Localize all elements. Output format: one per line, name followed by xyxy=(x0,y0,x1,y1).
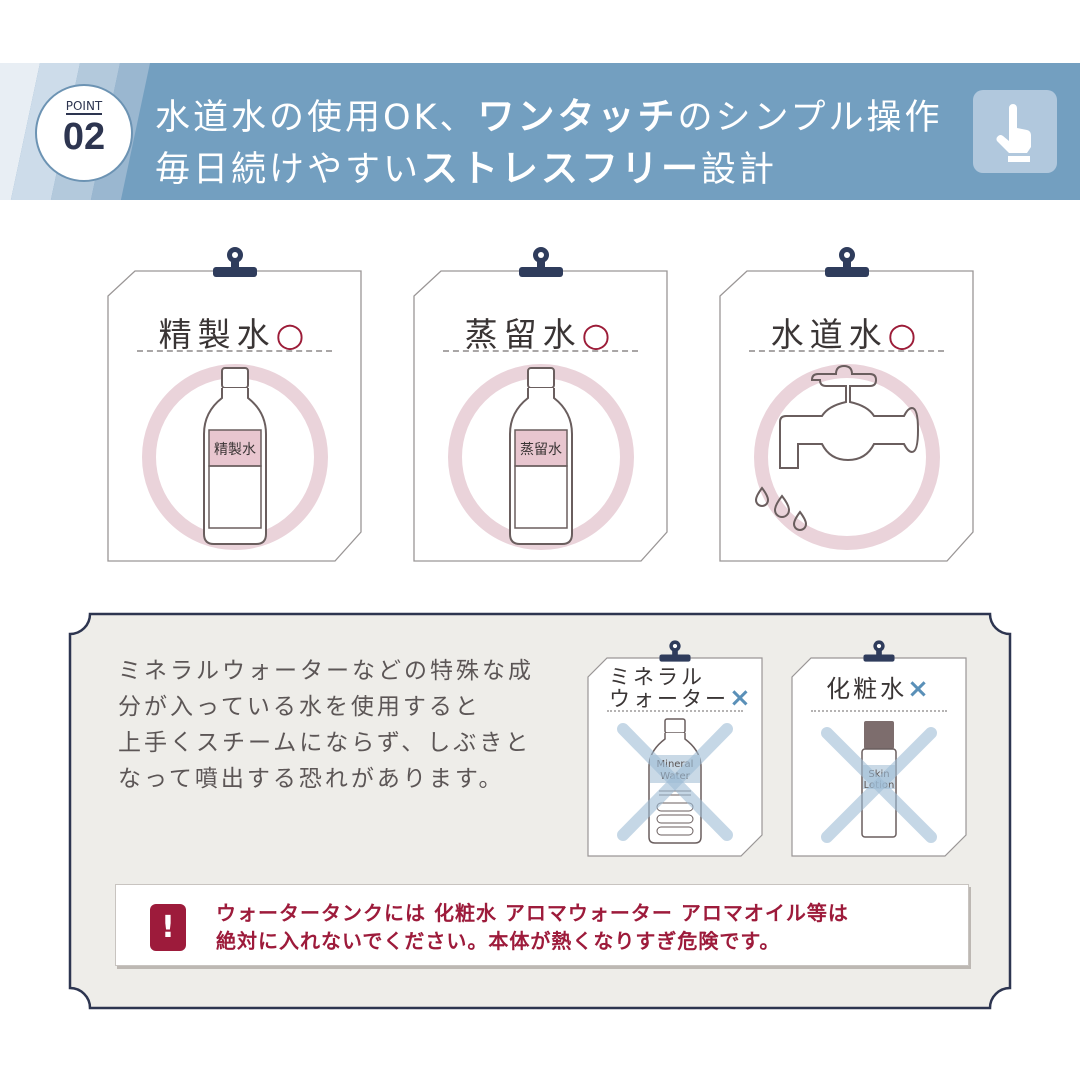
headline-line-2: 毎日続けやすいストレスフリー設計 xyxy=(155,138,777,192)
pointing-hand-icon xyxy=(996,104,1032,162)
ng-mark: × xyxy=(729,683,754,713)
card-title: 化粧水× xyxy=(826,674,932,704)
svg-text:蒸留水: 蒸留水 xyxy=(520,442,562,458)
mineral-water-bottle-icon: Mineral Water xyxy=(617,718,733,844)
headline-text: のシンプル操作 xyxy=(677,98,943,138)
card-frame xyxy=(719,270,974,562)
binder-clip-icon xyxy=(518,247,563,277)
headline-text: 設計 xyxy=(701,150,778,190)
exclamation-icon: ! xyxy=(150,904,186,951)
headline-emphasis: ストレスフリー xyxy=(421,147,702,190)
notice-text: ミネラルウォーターなどの特殊な成 分が入っている水を使用すると 上手くスチームに… xyxy=(118,658,534,792)
svg-text:Mineral: Mineral xyxy=(657,759,694,770)
one-touch-icon-tile xyxy=(973,90,1057,173)
warning-box: ! ウォータータンクには 化粧水 アロマウォーター アロマオイル等は 絶対に入れ… xyxy=(115,884,969,966)
binder-clip-icon xyxy=(863,640,895,662)
point-label: POINT xyxy=(65,99,103,115)
ok-card-distilled-water: 蒸留水○ 蒸留水 xyxy=(413,247,668,562)
card-title: ミネラル ウォーター× xyxy=(609,665,754,713)
ng-mark: × xyxy=(907,674,932,704)
card-title: 水道水○ xyxy=(770,315,923,354)
dashed-divider xyxy=(443,350,638,352)
binder-clip-icon xyxy=(659,640,691,662)
headline-text: 水道水の使用OK、 xyxy=(155,98,478,138)
dotted-divider xyxy=(811,710,947,712)
point-number: 02 xyxy=(62,116,106,158)
bottle-icon: 精製水 xyxy=(142,364,328,550)
headline-emphasis: ワンタッチ xyxy=(477,95,678,138)
svg-text:Skin: Skin xyxy=(868,769,889,780)
warning-text: ウォータータンクには 化粧水 アロマウォーター アロマオイル等は 絶対に入れない… xyxy=(216,901,849,953)
ok-mark: ○ xyxy=(275,315,311,354)
card-title: 精製水○ xyxy=(158,315,311,354)
ok-card-purified-water: 精製水○ 精製水 xyxy=(107,247,362,562)
card-title: 蒸留水○ xyxy=(464,315,617,354)
headline-text: 毎日続けやすい xyxy=(155,150,422,190)
ok-card-tap-water: 水道水○ xyxy=(719,247,974,562)
ok-mark: ○ xyxy=(887,315,923,354)
headline-line-1: 水道水の使用OK、ワンタッチのシンプル操作 xyxy=(155,86,942,140)
binder-clip-icon xyxy=(824,247,869,277)
binder-clip-icon xyxy=(212,247,257,277)
dotted-divider xyxy=(607,710,743,712)
skin-lotion-bottle-icon: Skin Lotion xyxy=(821,721,937,843)
point-badge: POINT 02 xyxy=(35,84,133,182)
ng-card-skin-lotion: 化粧水× Skin Lotion xyxy=(791,640,967,857)
ok-mark: ○ xyxy=(581,315,617,354)
faucet-icon xyxy=(754,364,940,550)
header-banner xyxy=(0,63,1080,200)
svg-text:精製水: 精製水 xyxy=(214,442,256,458)
dashed-divider xyxy=(137,350,332,352)
ng-card-mineral-water: ミネラル ウォーター× Mineral Water xyxy=(587,640,763,857)
bottle-icon: 蒸留水 xyxy=(448,364,634,550)
dashed-divider xyxy=(749,350,944,352)
